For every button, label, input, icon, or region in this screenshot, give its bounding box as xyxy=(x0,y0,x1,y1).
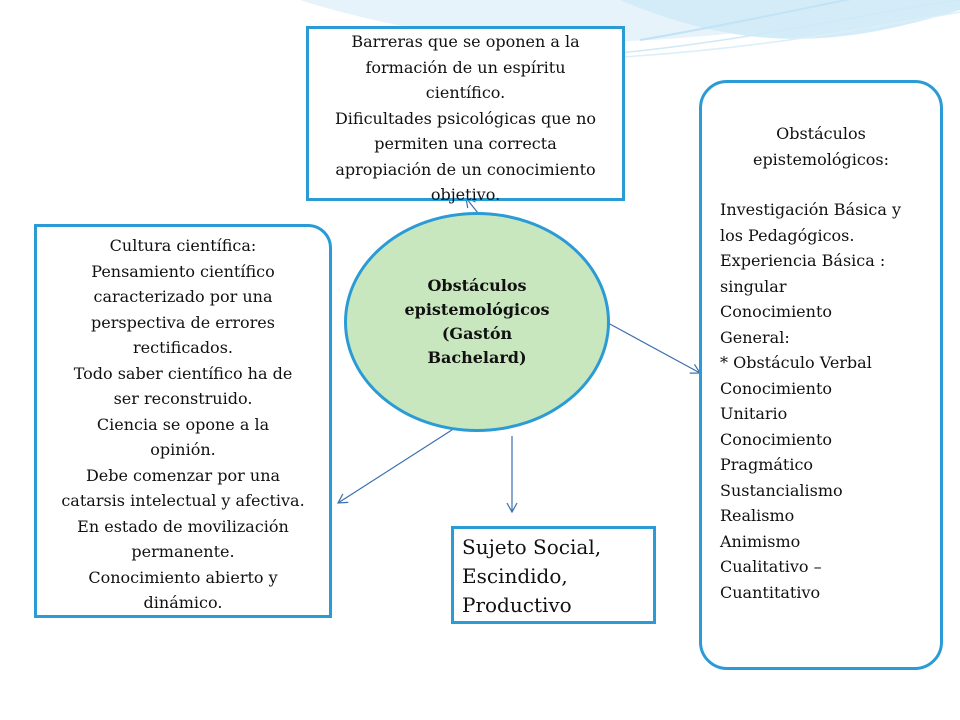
left-box-line: opinión. xyxy=(150,440,216,459)
right-box-line: * Obstáculo Verbal xyxy=(720,353,872,372)
top-box-line: Barreras que se oponen a la xyxy=(351,32,580,51)
center-line: Bachelard) xyxy=(427,348,527,367)
center-line: Obstáculos xyxy=(427,276,527,295)
central-concept-ellipse: Obstáculos epistemológicos (Gastón Bache… xyxy=(344,212,610,432)
left-box-line: Cultura científica: xyxy=(109,236,257,255)
top-box-line: permiten una correcta xyxy=(374,134,557,153)
epistemological-obstacles-box: Obstáculos epistemológicos: Investigació… xyxy=(699,80,943,670)
right-box-line: Unitario xyxy=(720,404,788,423)
scientific-culture-box: Cultura científica: Pensamiento científi… xyxy=(34,224,332,618)
left-box-line: permanente. xyxy=(131,542,235,561)
left-box-line: catarsis intelectual y afectiva. xyxy=(61,491,305,510)
center-line: epistemológicos xyxy=(404,300,550,319)
bottom-box-line: Productivo xyxy=(462,593,572,617)
left-box-line: En estado de movilización xyxy=(77,516,289,536)
left-box-line: caracterizado por una xyxy=(93,287,273,306)
right-box-title-line: epistemológicos: xyxy=(752,149,890,169)
left-box-line: perspectiva de errores xyxy=(91,312,275,332)
bottom-box-line: Escindido, xyxy=(462,564,568,588)
right-box-line: singular xyxy=(720,276,787,296)
right-box-title-line: Obstáculos xyxy=(776,124,866,143)
right-box-line: General: xyxy=(720,327,790,347)
social-subject-box: Sujeto Social, Escindido, Productivo xyxy=(451,526,656,624)
right-box-line: Cuantitativo xyxy=(720,582,821,602)
left-box-line: Debe comenzar por una xyxy=(85,465,281,485)
barriers-box: Barreras que se oponen a la formación de… xyxy=(306,26,625,204)
top-box-line: apropiación de un conocimiento xyxy=(335,159,596,179)
left-box-line: ser reconstruido. xyxy=(113,389,253,408)
right-box-spacer xyxy=(720,172,930,197)
right-box-line: Experiencia Básica : xyxy=(720,251,886,270)
left-box-line: Ciencia se opone a la xyxy=(96,414,270,434)
right-box-line: Conocimiento xyxy=(720,378,833,398)
left-box-line: rectificados. xyxy=(133,338,233,357)
right-box-line: Cualitativo – xyxy=(720,557,822,576)
top-box-line: Dificultades psicológicas que no xyxy=(334,108,597,128)
center-line: (Gastón xyxy=(441,324,513,343)
right-box-line: Sustancialismo xyxy=(720,480,843,500)
left-box-line: Todo saber científico ha de xyxy=(73,363,293,383)
left-box-line: dinámico. xyxy=(143,593,223,612)
right-box-line: Investigación Básica y xyxy=(720,200,902,219)
bottom-box-line: Sujeto Social, xyxy=(462,535,602,559)
top-box-line: formación de un espíritu xyxy=(365,57,566,77)
top-box-line: científico. xyxy=(425,83,506,102)
right-box-line: Conocimiento xyxy=(720,429,833,449)
right-box-line: Conocimiento xyxy=(720,302,833,321)
right-box-line: Animismo xyxy=(720,531,801,551)
top-box-line: objetivo. xyxy=(430,185,501,204)
left-box-line: Pensamiento científico xyxy=(91,261,275,281)
right-box-line: los Pedagógicos. xyxy=(720,225,855,245)
right-box-line: Realismo xyxy=(720,506,795,525)
right-box-line: Pragmático xyxy=(720,455,814,474)
left-box-line: Conocimiento abierto y xyxy=(88,567,278,587)
